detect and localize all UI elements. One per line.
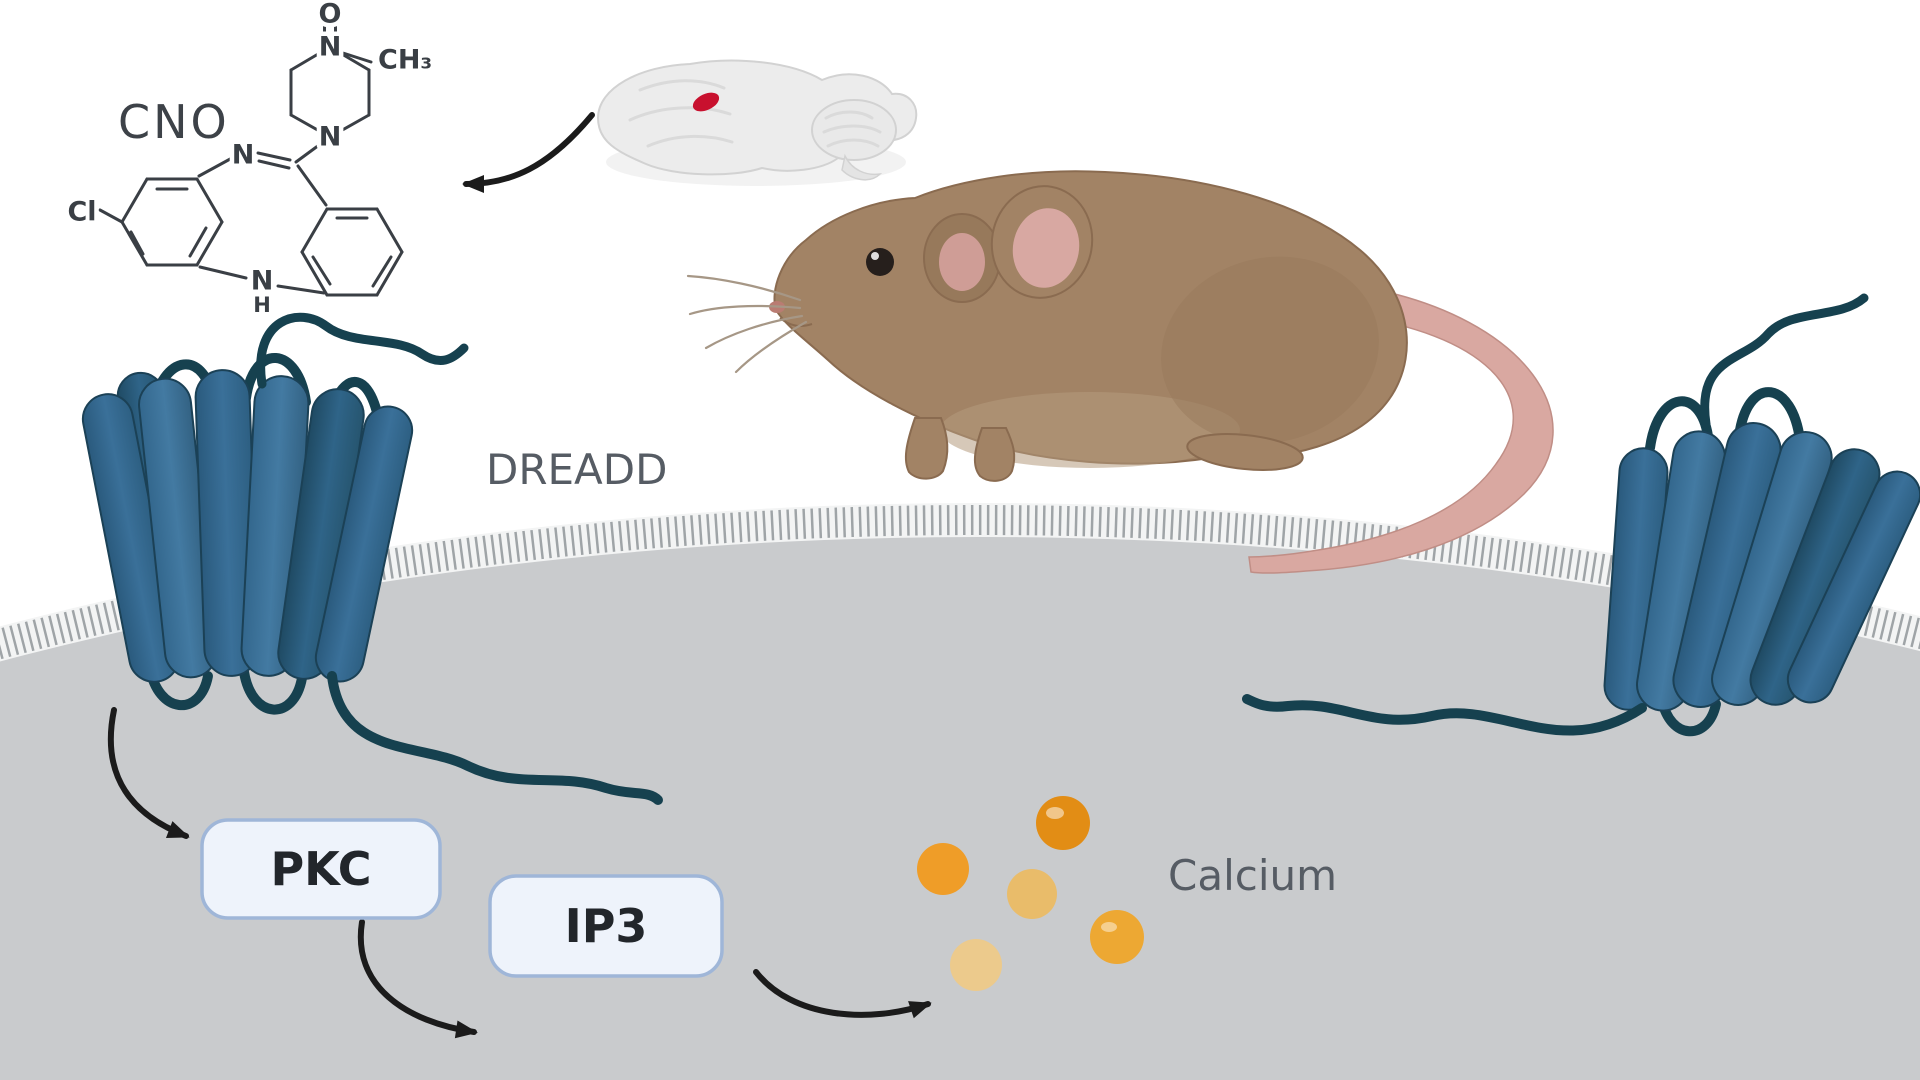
pkc-label: PKC bbox=[270, 842, 371, 896]
receptor-right-n-terminus bbox=[1700, 293, 1869, 429]
dreadd-receptor-right bbox=[1242, 293, 1920, 737]
mouse-belly-shading bbox=[940, 392, 1240, 468]
receptor-left-c-terminus bbox=[327, 671, 663, 805]
arrows bbox=[107, 112, 932, 1039]
receptor-left-n-terminus bbox=[256, 312, 469, 389]
calcium-label: Calcium bbox=[1168, 851, 1337, 900]
mouse-hind-foot bbox=[1186, 433, 1304, 471]
mouse-tail bbox=[1248, 287, 1554, 574]
mouse-illustration bbox=[686, 170, 1554, 574]
cerebellum-folds bbox=[822, 110, 882, 148]
cortex-gyri bbox=[628, 79, 734, 148]
atom-oxygen: O bbox=[319, 0, 342, 30]
mouse-eye-glint bbox=[871, 252, 879, 260]
mouse-haunch bbox=[1161, 256, 1379, 444]
receptor-right-helices bbox=[1603, 422, 1920, 712]
ip3-node: IP3 bbox=[488, 874, 724, 978]
receptor-left-termini bbox=[256, 312, 663, 805]
cytoplasm bbox=[0, 520, 1920, 1080]
ip3-box bbox=[488, 874, 724, 978]
mouse-ear-front-inner bbox=[1012, 208, 1080, 288]
atom-hydrogen: H bbox=[253, 293, 271, 317]
mouse-eye bbox=[866, 248, 894, 276]
dreadd-receptor-left bbox=[81, 312, 663, 805]
calcium-ion bbox=[1007, 869, 1057, 919]
mouse-front-leg-1 bbox=[904, 417, 949, 480]
receptor-left-helices bbox=[81, 369, 414, 683]
mouse-whiskers bbox=[686, 274, 808, 374]
atom-nitrogen-piperazine: N bbox=[319, 122, 342, 153]
calcium-ion bbox=[1090, 910, 1144, 964]
injection-site-marker bbox=[692, 92, 720, 112]
receptor-right-c-terminus bbox=[1242, 694, 1647, 736]
arrow-brain-to-cno bbox=[462, 112, 595, 193]
atom-nitrogen-nh: N bbox=[251, 266, 274, 297]
cno-label: CNO bbox=[118, 95, 230, 149]
ip3-label: IP3 bbox=[565, 899, 648, 953]
dreadd-label: DREADD bbox=[486, 445, 667, 494]
mouse-front-leg-2 bbox=[974, 427, 1016, 482]
brainstem bbox=[841, 153, 883, 181]
membrane-lipid-ticks bbox=[0, 505, 1920, 660]
arrow-pkc-downstream bbox=[357, 919, 478, 1039]
cno-bonds bbox=[98, 24, 404, 297]
cno-atoms: O N CH₃ N N N H Cl bbox=[63, 0, 437, 321]
cno-structure: CNO bbox=[63, 0, 437, 321]
calcium-ion bbox=[1036, 796, 1090, 850]
arrow-ip3-to-calcium bbox=[753, 969, 932, 1019]
calcium-ions bbox=[917, 796, 1144, 991]
arrow-receptor-to-pkc bbox=[107, 707, 190, 839]
calcium-ion bbox=[950, 939, 1002, 991]
calcium-ion-highlight bbox=[1101, 922, 1117, 932]
calcium-ion bbox=[917, 843, 969, 895]
receptor-right-termini bbox=[1242, 293, 1869, 736]
calcium-ion-highlight bbox=[1046, 807, 1064, 819]
brain-illustration bbox=[596, 59, 918, 186]
atom-nitrogen-imine: N bbox=[232, 140, 255, 171]
atom-nitrogen-top: N bbox=[319, 32, 342, 63]
cerebellum bbox=[811, 99, 897, 161]
atom-chlorine: Cl bbox=[67, 197, 96, 228]
pkc-box bbox=[200, 818, 442, 920]
cell bbox=[0, 503, 1920, 1080]
mouse-ear-back-inner bbox=[939, 233, 985, 291]
atom-methyl: CH₃ bbox=[378, 45, 432, 76]
pkc-node: PKC bbox=[200, 818, 442, 920]
